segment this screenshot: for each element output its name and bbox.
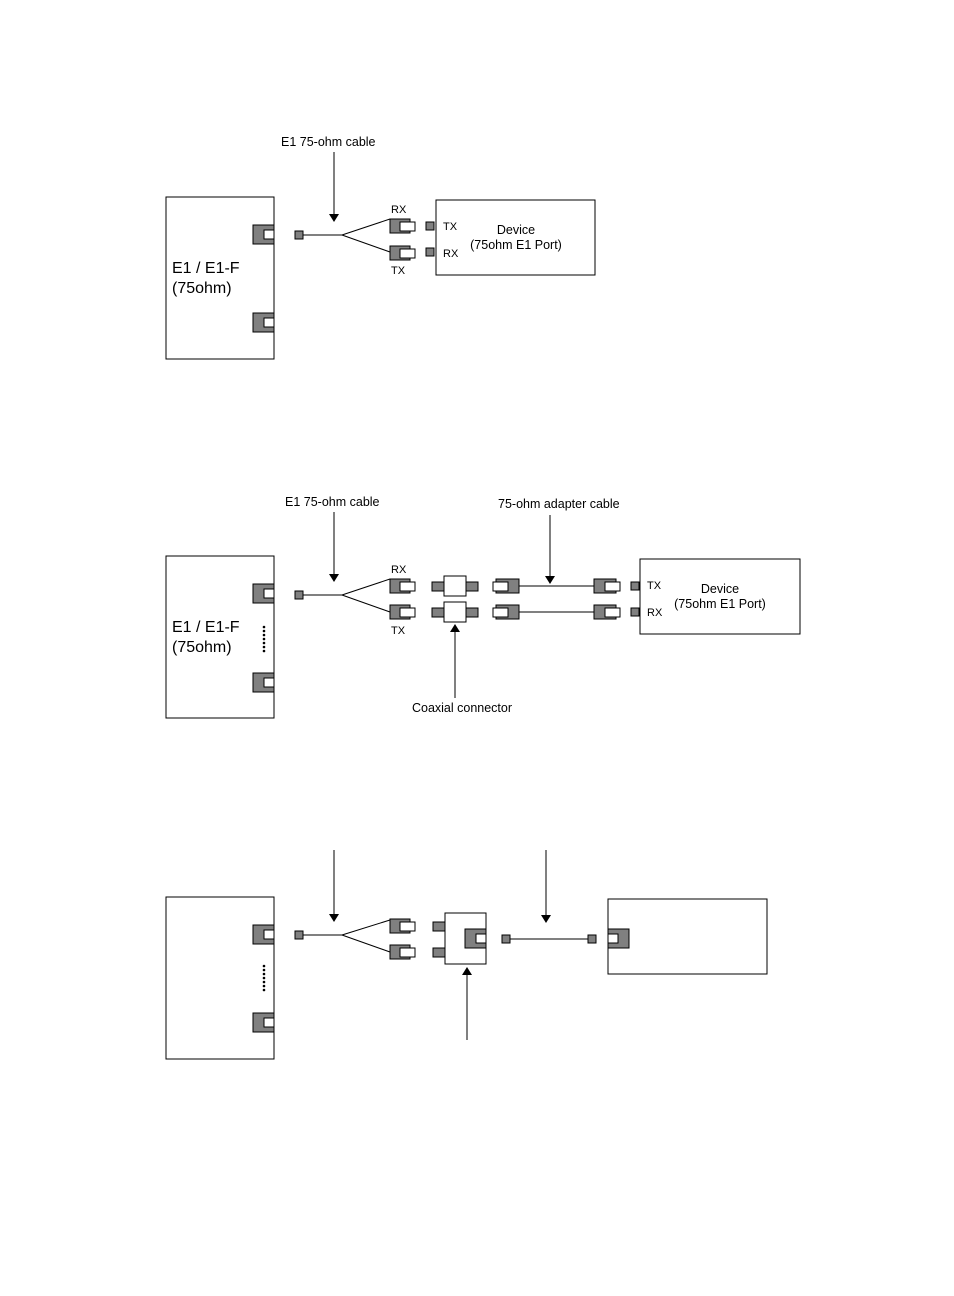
device-rx-label: RX	[647, 607, 663, 619]
adapter-block	[432, 912, 487, 965]
cable-plug	[294, 590, 304, 600]
device-rx-label: RX	[443, 248, 459, 260]
cable-label: E1 75-ohm cable	[281, 135, 376, 149]
rx-connector	[389, 218, 416, 234]
card-label: E1 / E1-F	[172, 619, 240, 636]
device-tx-label: TX	[443, 221, 458, 233]
e1-card	[165, 896, 275, 1060]
device-box	[639, 558, 801, 635]
adapter-left-top	[492, 578, 520, 594]
adapter-label: 75-ohm adapter cable	[498, 497, 620, 511]
coax-label: Coaxial connector	[412, 701, 512, 715]
device-port-label: (75ohm E1 Port)	[674, 597, 766, 611]
tx-connector	[389, 245, 416, 261]
tx-connector	[389, 604, 416, 620]
cable-plug	[294, 930, 304, 940]
device-label: Device	[497, 223, 535, 237]
device-port	[607, 928, 630, 949]
tx-label: TX	[391, 265, 406, 277]
diagram-2: E1 / E1-F (75ohm) E1 75-ohm cable RX TX	[165, 495, 801, 719]
card-port-top	[252, 924, 275, 945]
device-label: Device	[701, 582, 739, 596]
adapter-right-top	[593, 578, 621, 594]
card-port-bottom	[252, 1012, 275, 1033]
rx-connector	[389, 918, 416, 934]
coaxial-connector-top	[431, 575, 479, 597]
card-label-impedance: (75ohm)	[172, 639, 232, 656]
port-ellipsis-dots	[262, 625, 266, 653]
card-label: E1 / E1-F	[172, 260, 240, 277]
device-tx-port	[630, 581, 640, 591]
device-tx-label: TX	[647, 580, 662, 592]
coaxial-connector-bottom	[431, 601, 479, 623]
device-box	[435, 199, 596, 276]
device-port-label: (75ohm E1 Port)	[470, 238, 562, 252]
tx-connector	[389, 944, 416, 960]
diagram-3	[165, 850, 768, 1060]
port-ellipsis-dots	[262, 964, 266, 992]
card-port-top	[252, 583, 275, 604]
cable-plug	[294, 230, 304, 240]
cable-label: E1 75-ohm cable	[285, 495, 380, 509]
card-port-bottom	[252, 312, 275, 333]
diagram-1: E1 / E1-F (75ohm) E1 75-ohm cable RX TX …	[165, 135, 596, 360]
device-rx-port	[630, 607, 640, 617]
e1-card	[165, 555, 275, 719]
rx-label: RX	[391, 564, 407, 576]
card-label-impedance: (75ohm)	[172, 280, 232, 297]
device-tx-port	[425, 221, 435, 231]
device-box	[607, 898, 768, 975]
card-port-bottom	[252, 672, 275, 693]
rx-label: RX	[391, 204, 407, 216]
tx-label: TX	[391, 625, 406, 637]
card-port-top	[252, 224, 275, 245]
cable-plug-left	[501, 934, 511, 944]
e1-card	[165, 196, 275, 360]
device-rx-port	[425, 247, 435, 257]
adapter-right-bottom	[593, 604, 621, 620]
adapter-left-bottom	[492, 604, 520, 620]
rx-connector	[389, 578, 416, 594]
cable-plug-right	[587, 934, 597, 944]
